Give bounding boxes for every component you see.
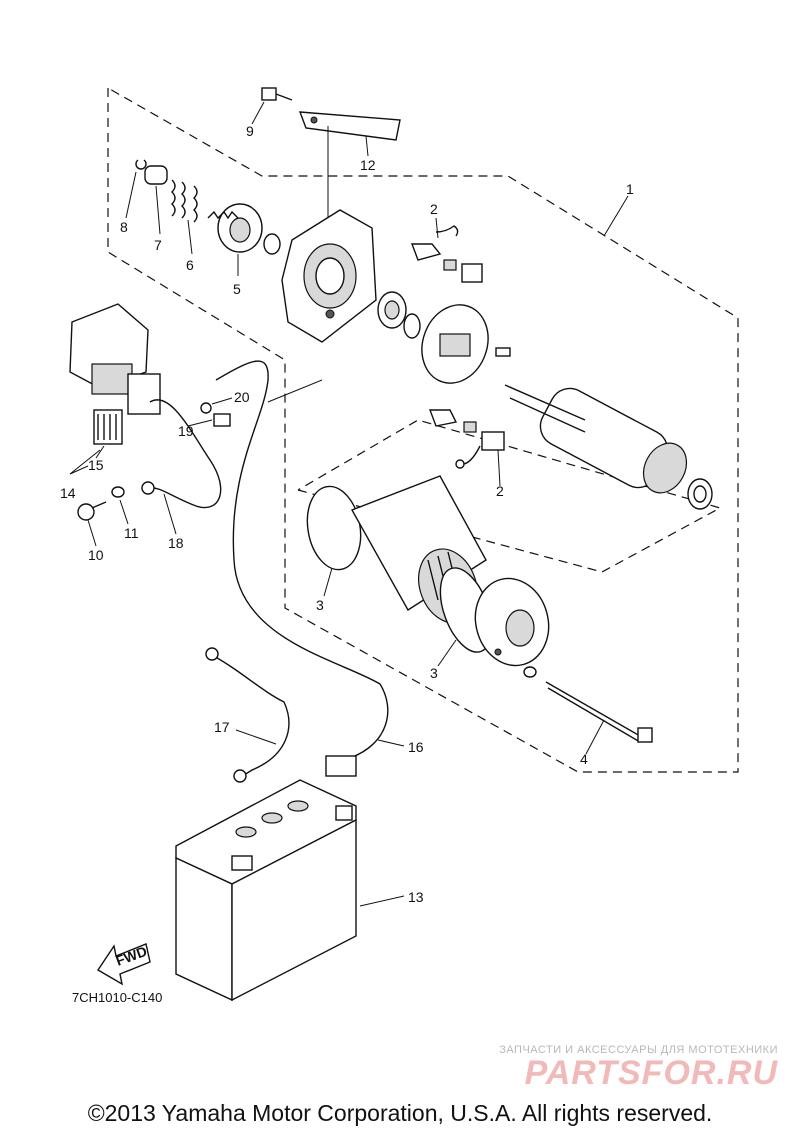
callout-14: 14	[60, 485, 76, 501]
callout-3-left: 3	[316, 597, 324, 613]
callout-16: 16	[408, 739, 424, 755]
watermark: ЗАПЧАСТИ И АКСЕССУАРЫ ДЛЯ МОТОТЕХНИКИ PA…	[499, 1044, 778, 1093]
brush-plate	[421, 304, 511, 384]
callout-1: 1	[626, 181, 634, 197]
callout-17: 17	[214, 719, 230, 735]
callout-20: 20	[234, 389, 250, 405]
bolt-and-strap	[261, 87, 401, 141]
watermark-tagline: ЗАПЧАСТИ И АКСЕССУАРЫ ДЛЯ МОТОТЕХНИКИ	[499, 1044, 778, 1056]
starter-relay	[69, 303, 161, 445]
starter-motor-assembly	[504, 384, 713, 510]
forward-direction-arrow: FWD	[97, 943, 151, 986]
callout-18: 18	[168, 535, 184, 551]
starter-cable	[215, 360, 389, 759]
copyright-notice: ©2013 Yamaha Motor Corporation, U.S.A. A…	[87, 1100, 713, 1126]
negative-cable	[209, 653, 290, 777]
battery	[175, 779, 357, 1002]
bearing-set	[377, 291, 421, 339]
callout-3-right: 3	[430, 665, 438, 681]
small-hardware	[77, 402, 231, 521]
leader-lines	[69, 101, 629, 907]
through-bolt	[523, 666, 653, 743]
callout-7: 7	[154, 237, 162, 253]
callout-2-lower: 2	[496, 483, 504, 499]
callout-10: 10	[88, 547, 104, 563]
watermark-logo: PARTSFOR.RU	[524, 1054, 778, 1092]
callout-2-upper: 2	[430, 201, 438, 217]
callout-8: 8	[120, 219, 128, 235]
brush-holders	[410, 225, 505, 469]
callout-12: 12	[360, 157, 376, 173]
assembly-boundary-upper	[107, 87, 739, 773]
callout-labels: 1 2 2 3 3 4 5 6 7 8 9 10 11 12 13 14 15 …	[60, 123, 634, 905]
callout-9: 9	[246, 123, 254, 139]
callout-4: 4	[580, 751, 588, 767]
callout-11: 11	[124, 525, 139, 541]
front-bracket	[281, 209, 377, 343]
yoke-housing	[306, 475, 493, 653]
diagram-reference-code: 7CH1010-C140	[72, 990, 163, 1005]
callout-5: 5	[233, 281, 241, 297]
callout-13: 13	[408, 889, 424, 905]
callout-15: 15	[88, 457, 104, 473]
rear-cover	[474, 577, 550, 667]
callout-19: 19	[178, 423, 194, 439]
drive-gear-set	[135, 159, 281, 255]
callout-6: 6	[186, 257, 194, 273]
relay-lead	[147, 399, 222, 509]
cable-connector	[325, 755, 357, 777]
